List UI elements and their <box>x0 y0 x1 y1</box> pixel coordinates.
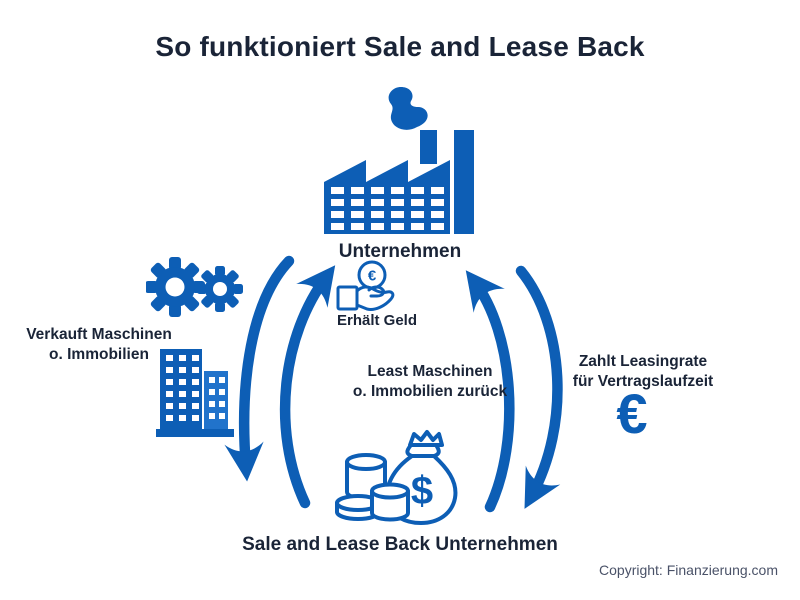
pays-lease-label: Zahlt Leasingrate für Vertragslaufzeit <box>572 353 714 390</box>
receives-money-label: Erhält Geld <box>336 312 418 329</box>
small-gear-icon <box>197 266 243 312</box>
hand-cuff <box>336 285 359 311</box>
hand-fingers <box>367 285 386 298</box>
sell-arrow <box>224 255 295 482</box>
hand-palm <box>355 285 395 311</box>
company-label: Unternehmen <box>338 241 462 262</box>
gears-icon <box>146 257 243 317</box>
money-bag-coins-icon: $ <box>335 430 458 525</box>
lease-back-arrow <box>465 270 515 513</box>
slb-company-label: Sale and Lease Back Unternehmen <box>242 534 558 555</box>
money-bag-tie <box>408 430 444 447</box>
smoke-icon <box>388 87 428 130</box>
copyright-text: Copyright: Finanzierung.com <box>599 562 778 578</box>
hand-with-euro-coin-icon: € <box>336 260 395 311</box>
sells-assets-label: Verkauft Maschinen o. Immobilien <box>26 326 172 363</box>
factory-windows <box>331 187 444 230</box>
large-gear-icon <box>146 257 205 317</box>
buildings-icon <box>156 349 234 437</box>
factory-icon <box>324 87 474 234</box>
page-title: So funktioniert Sale and Lease Back <box>155 31 645 62</box>
coin-euro-symbol: € <box>368 268 377 285</box>
leases-back-label: Least Maschinen o. Immobilien zurück <box>352 363 508 400</box>
receive-money-arrow <box>279 265 336 509</box>
dollar-symbol: $ <box>411 469 433 513</box>
pay-lease-arrow <box>515 265 563 509</box>
euro-sign-icon: € <box>616 382 648 445</box>
